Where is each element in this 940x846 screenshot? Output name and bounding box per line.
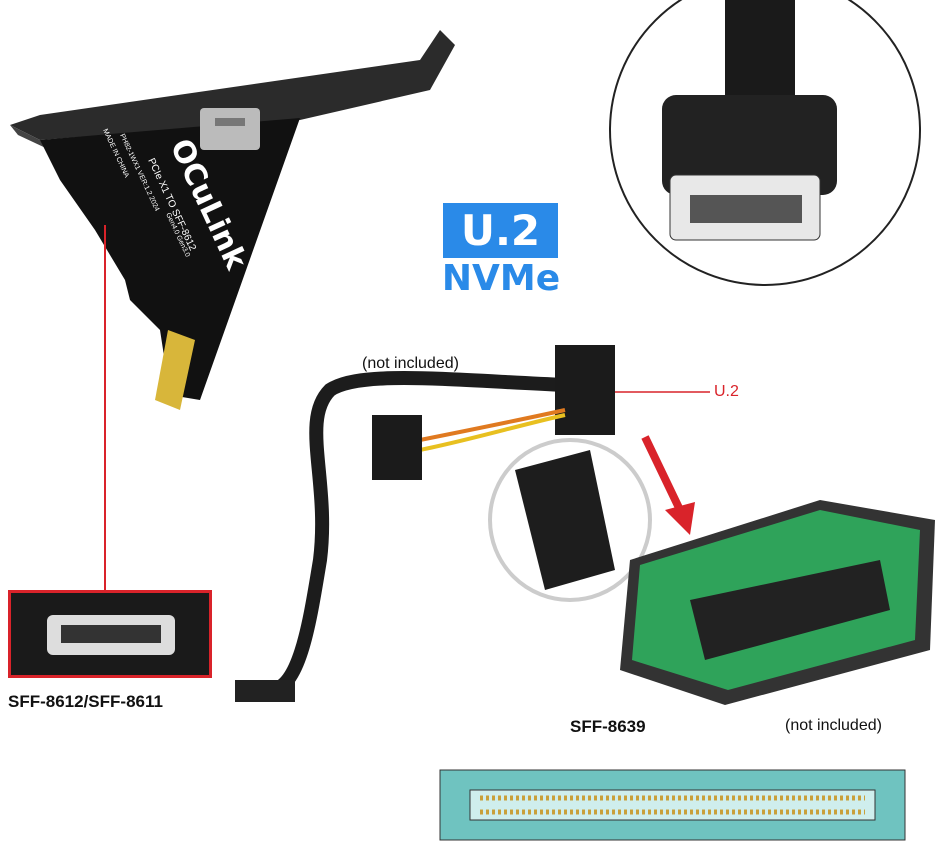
cable (268, 371, 566, 697)
pcie-bracket (10, 30, 455, 150)
u2-connector (555, 345, 615, 435)
oculink-plug-detail (662, 95, 837, 195)
pcie-card-board (40, 108, 300, 410)
u2-badge: U.2 (443, 203, 558, 258)
drive-connector-label: SFF-8639 (570, 717, 646, 736)
u2-callout-label: U.2 (714, 383, 739, 400)
port-left-label: SFF-8612/SFF-8611 (8, 692, 163, 711)
sff8639-pinout-diagram (439, 769, 906, 841)
oculink-plug (235, 680, 295, 702)
drive-note: (not included) (785, 717, 882, 734)
cable-detail (725, 0, 795, 100)
sata-power-connector (372, 415, 422, 480)
cable-note: (not included) (362, 355, 459, 372)
port-photo-box (8, 590, 212, 678)
arrow-icon (641, 435, 684, 512)
nvme-badge-text: NVMe (441, 258, 561, 299)
